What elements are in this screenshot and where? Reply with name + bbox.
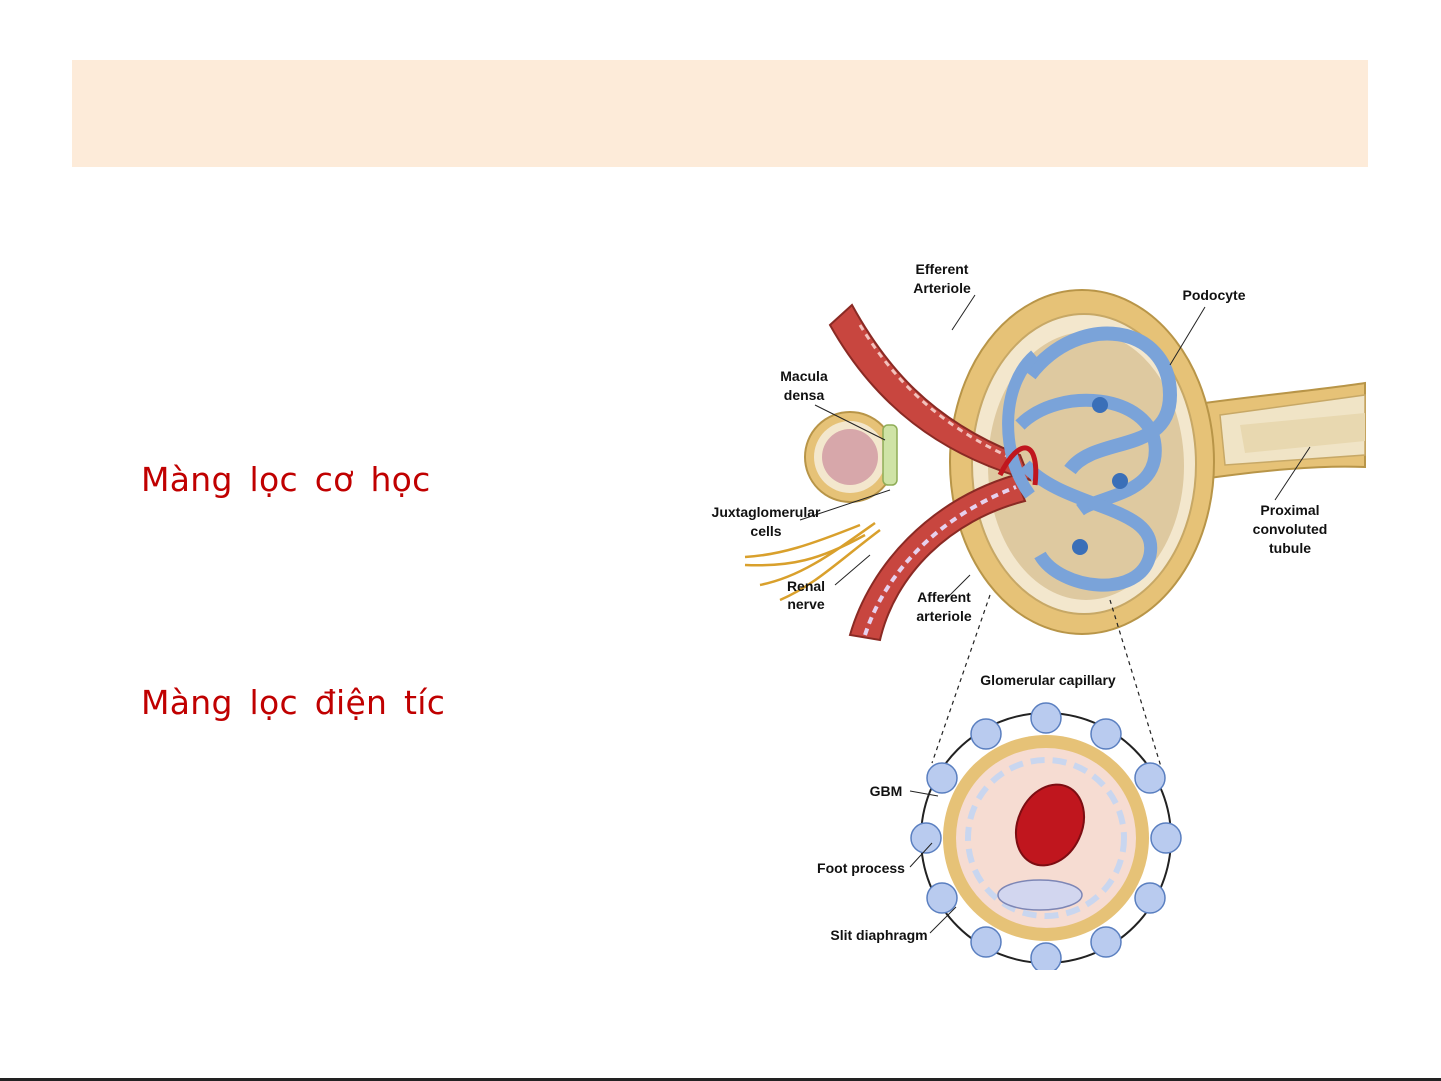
label-slit-diaphragm: Slit diaphragm bbox=[830, 927, 927, 943]
label-afferent-arteriole: arteriole bbox=[916, 608, 971, 624]
proximal-tubule bbox=[1190, 383, 1365, 480]
label-tubule: tubule bbox=[1269, 540, 1311, 556]
label-foot-process: Foot process bbox=[817, 860, 905, 876]
title-band bbox=[72, 60, 1368, 167]
label-proximal: Proximal bbox=[1260, 502, 1319, 518]
label-densa: densa bbox=[784, 387, 825, 403]
bullet-mechanical-filter: Màng lọc cơ học bbox=[141, 460, 431, 499]
label-macula: Macula bbox=[780, 368, 828, 384]
macula-densa bbox=[805, 412, 897, 502]
label-cells: cells bbox=[750, 523, 781, 539]
label-juxtaglomerular: Juxtaglomerular bbox=[712, 504, 821, 520]
endothelial-cell bbox=[998, 880, 1082, 910]
capillary-cross-section bbox=[911, 703, 1181, 970]
glomerulus-diagram: Efferent Arteriole Podocyte Macula densa… bbox=[700, 255, 1440, 970]
label-glomerular-capillary: Glomerular capillary bbox=[980, 672, 1116, 688]
label-gbm: GBM bbox=[870, 783, 903, 799]
label-arteriole: Arteriole bbox=[913, 280, 971, 296]
bullet-charge-filter: Màng lọc điện tíc bbox=[141, 683, 445, 722]
label-renal: Renal bbox=[787, 578, 825, 594]
label-convoluted: convoluted bbox=[1253, 521, 1328, 537]
label-efferent: Efferent bbox=[916, 261, 969, 277]
label-nerve: nerve bbox=[787, 596, 825, 612]
label-podocyte: Podocyte bbox=[1182, 287, 1245, 303]
label-afferent: Afferent bbox=[917, 589, 971, 605]
